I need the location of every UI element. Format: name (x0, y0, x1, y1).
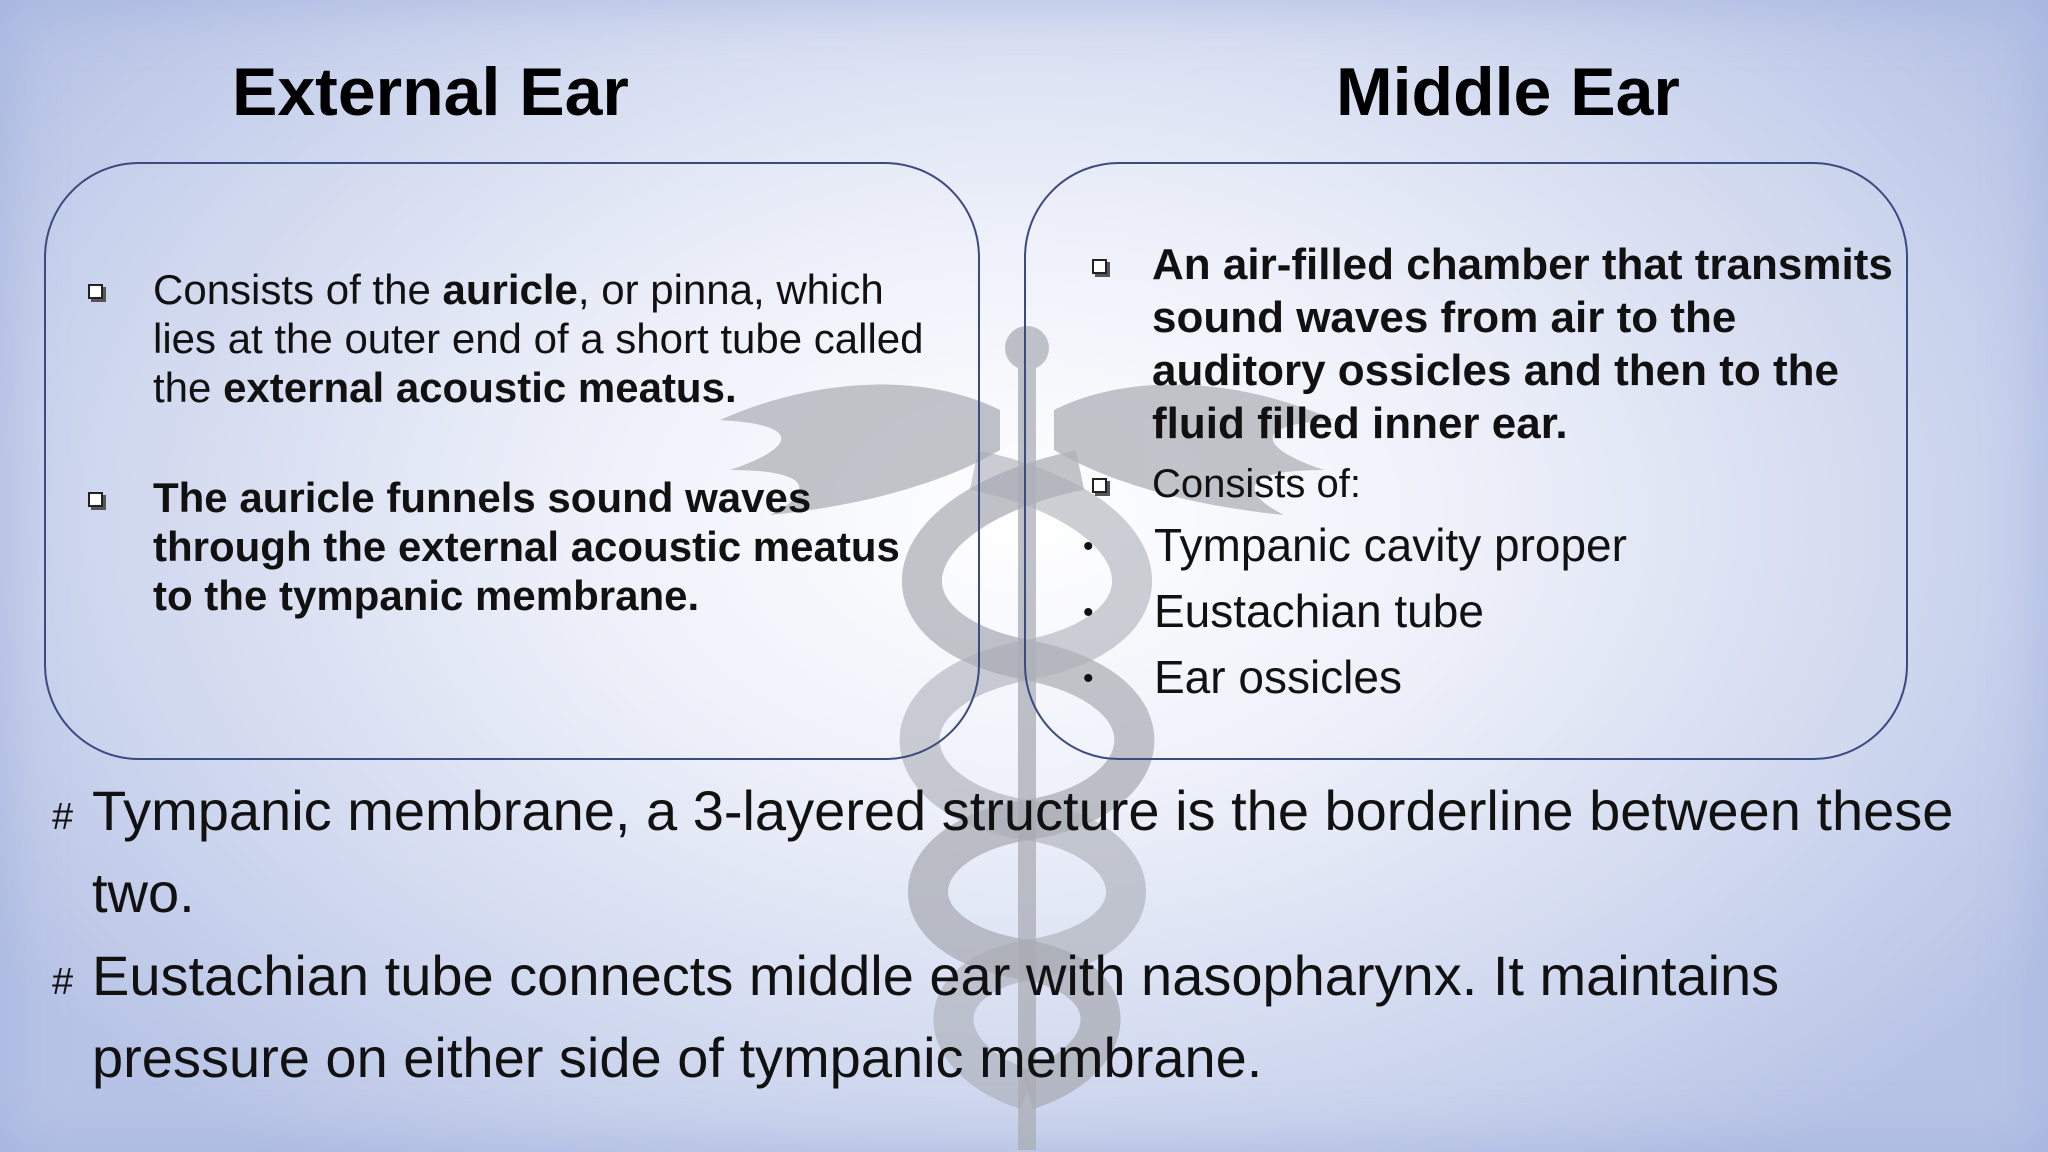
middle-ear-bullet-1: An air-filled chamber that transmits sou… (1092, 238, 1922, 450)
hash-marker: # (52, 961, 74, 1003)
middle-ear-subitem-1: Tympanic cavity proper (1154, 519, 1627, 571)
middle-ear-subitem-3: Ear ossicles (1154, 651, 1402, 703)
middle-ear-bullet-2-text: Consists of: (1152, 462, 1361, 506)
middle-ear-title: Middle Ear (1336, 54, 1680, 130)
middle-ear-bullet-1-text: An air-filled chamber that transmits sou… (1152, 240, 1893, 448)
caduceus-watermark-icon (720, 326, 1334, 1150)
square-bullet-icon (88, 492, 103, 507)
sub-bullet-icon: • (1083, 662, 1094, 695)
sub-bullet-icon: • (1083, 596, 1094, 629)
external-ear-box (44, 162, 980, 760)
external-ear-bullet-1-text: Consists of the auricle, or pinna, which… (153, 266, 924, 411)
square-bullet-icon (1092, 259, 1107, 274)
note-1-text: Tympanic membrane, a 3-layered structure… (92, 779, 1954, 924)
external-ear-bullet-2-text: The auricle funnels sound waves through … (153, 474, 900, 619)
hash-marker: # (52, 796, 74, 838)
external-ear-bullet-1: Consists of the auricle, or pinna, which… (88, 265, 928, 412)
note-2: # Eustachian tube connects middle ear wi… (52, 935, 2012, 1099)
external-ear-title: External Ear (232, 54, 629, 130)
sub-bullet-icon: • (1083, 530, 1094, 563)
external-ear-bullet-2: The auricle funnels sound waves through … (88, 473, 928, 620)
note-1: # Tympanic membrane, a 3-layered structu… (52, 770, 2012, 934)
square-bullet-icon (88, 284, 103, 299)
note-2-text: Eustachian tube connects middle ear with… (92, 944, 1780, 1089)
middle-ear-box (1024, 162, 1908, 760)
middle-ear-bullet-2: Consists of: (1092, 460, 1792, 509)
square-bullet-icon (1092, 478, 1107, 493)
middle-ear-subitem-2: Eustachian tube (1154, 585, 1484, 637)
